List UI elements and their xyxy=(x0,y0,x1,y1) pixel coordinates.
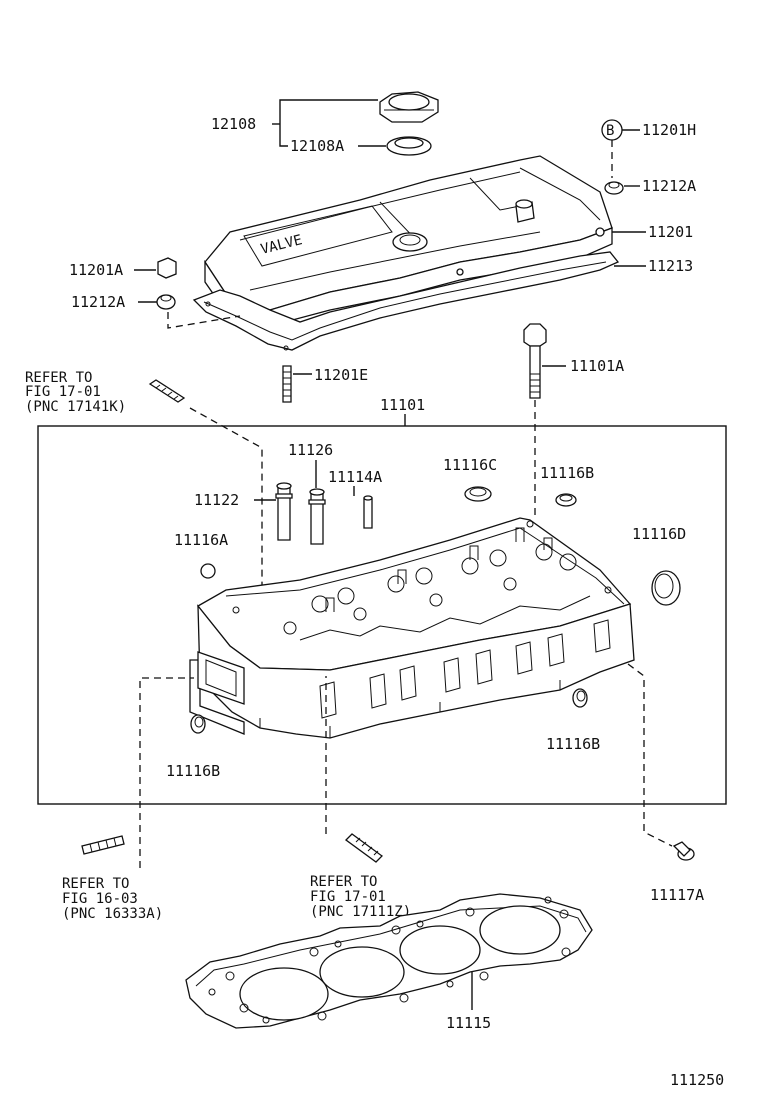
stud-ref-left-icon xyxy=(81,835,125,855)
ref-left-line1: REFER TO xyxy=(62,876,129,892)
cylinder-head-assembly-box xyxy=(37,425,727,805)
oil-filler-gasket-icon xyxy=(386,136,432,156)
label-11115: 11115 xyxy=(446,1014,491,1032)
ref-top-line3: (PNC 17141K) xyxy=(25,399,126,415)
stud-ref-top-icon xyxy=(148,379,186,403)
valve-guide-11126-icon xyxy=(308,488,326,545)
label-11116C: 11116C xyxy=(443,456,497,474)
label-12108A: 12108A xyxy=(290,137,344,155)
plug-11116B-top-icon xyxy=(555,493,577,507)
label-11201A: 11201A xyxy=(69,261,123,279)
ref-top-line2: FIG 17-01 xyxy=(25,384,101,400)
stud-ref-mid-icon xyxy=(345,833,383,863)
ref-mid-line1: REFER TO xyxy=(310,874,377,890)
grommet-left-icon xyxy=(156,294,176,310)
leader-12108 xyxy=(279,99,378,147)
grommet-right-icon xyxy=(604,181,624,195)
label-11116B-left: 11116B xyxy=(166,762,220,780)
plug-11116B-right-icon xyxy=(572,688,588,708)
label-11116A: 11116A xyxy=(174,531,228,549)
label-11212A-right: 11212A xyxy=(642,177,696,195)
label-11122: 11122 xyxy=(194,491,239,509)
label-12108: 12108 xyxy=(211,115,256,133)
pin-11114A-icon xyxy=(363,495,373,529)
callout-b-icon: B xyxy=(601,119,623,141)
label-11213: 11213 xyxy=(648,257,693,275)
cylinder-head-icon xyxy=(189,517,635,739)
dash-11117A xyxy=(627,663,673,847)
label-11101: 11101 xyxy=(380,396,425,414)
callout-b-letter: B xyxy=(606,123,614,139)
dash-ref-left xyxy=(139,677,194,868)
plug-11116A-icon xyxy=(200,563,216,579)
label-11117A: 11117A xyxy=(650,886,704,904)
valve-cover-icon: VALVE xyxy=(204,155,613,327)
dash-11212A-left xyxy=(167,312,241,329)
ref-top-line1: REFER TO xyxy=(25,370,92,386)
dash-ref-top xyxy=(189,407,263,590)
ref-left-line3: (PNC 16333A) xyxy=(62,906,163,922)
valve-guide-11122-icon xyxy=(275,482,293,541)
head-bolt-icon xyxy=(523,323,547,399)
figure-id: 111250 xyxy=(670,1071,724,1089)
oil-filler-cap-icon xyxy=(379,91,439,123)
ref-left-line2: FIG 16-03 xyxy=(62,891,138,907)
ref-mid-line2: FIG 17-01 xyxy=(310,889,386,905)
stud-11201E-icon xyxy=(282,365,292,403)
valve-cover-gasket-icon xyxy=(192,251,620,351)
head-gasket-icon xyxy=(185,893,593,1029)
label-11126: 11126 xyxy=(288,441,333,459)
cap-nut-icon xyxy=(157,257,177,279)
label-11212A-left: 11212A xyxy=(71,293,125,311)
label-11116B-top: 11116B xyxy=(540,464,594,482)
label-11116B-right: 11116B xyxy=(546,735,600,753)
label-11201: 11201 xyxy=(648,223,693,241)
label-11114A: 11114A xyxy=(328,468,382,486)
plug-bolt-11117A-icon xyxy=(672,841,695,861)
label-11201H: 11201H xyxy=(642,121,696,139)
cup-plug-11116D-icon xyxy=(651,570,681,606)
plug-11116C-icon xyxy=(464,486,492,502)
label-11201E: 11201E xyxy=(314,366,368,384)
label-11101A: 11101A xyxy=(570,357,624,375)
label-11116D: 11116D xyxy=(632,525,686,543)
plug-11116B-left-icon xyxy=(190,714,206,734)
ref-mid-line3: (PNC 17111Z) xyxy=(310,904,411,920)
